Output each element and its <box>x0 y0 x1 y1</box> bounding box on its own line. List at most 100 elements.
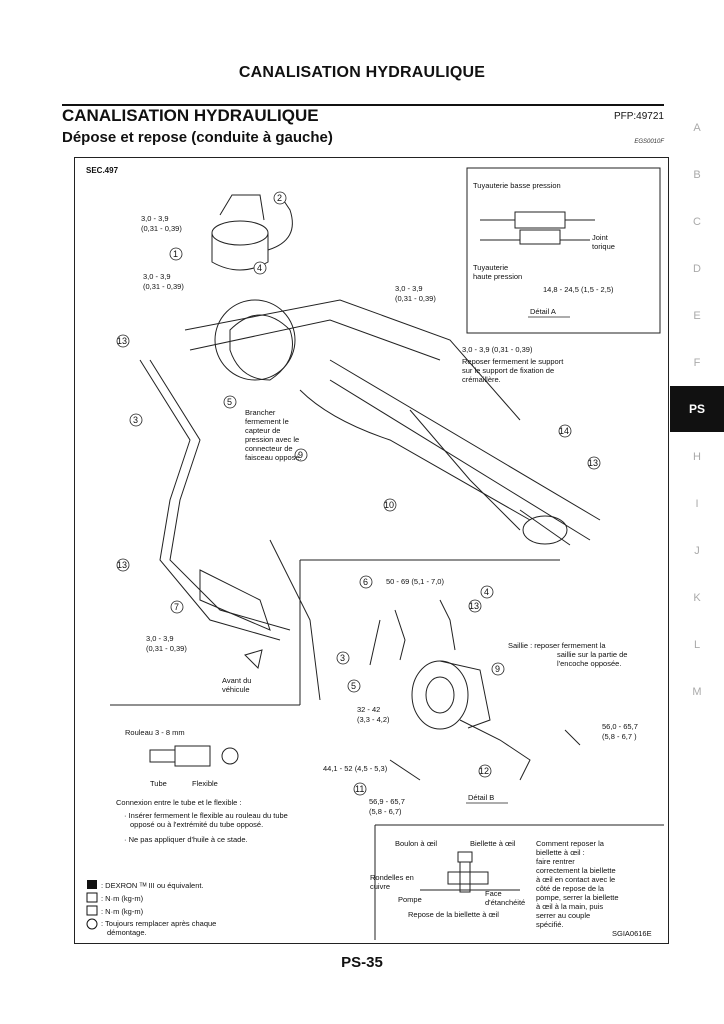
torque-2a: 3,0 - 3,9 <box>143 272 171 281</box>
sealing-face-1: Face <box>485 889 502 898</box>
svg-text:2: 2 <box>277 193 282 203</box>
nav-item-l[interactable]: L <box>693 639 701 651</box>
svg-text:13: 13 <box>117 336 127 346</box>
svg-text:10: 10 <box>384 500 394 510</box>
branch-note-3: capteur de <box>245 426 280 435</box>
detail-b-torque-3a: 56,0 - 65,7 <box>602 722 638 731</box>
nav-item-c[interactable]: C <box>693 216 701 228</box>
torque-icon-alt <box>86 905 98 916</box>
torque-5b: (0,31 - 0,39) <box>146 644 187 653</box>
callouts: 1 2 3 4 5 9 10 13 13 13 14 7 6 4 13 3 5 … <box>116 191 601 796</box>
install-note-9: serrer au couple <box>536 911 590 920</box>
connection-note-1b: opposé ou à l'extrémité du tube opposé. <box>130 820 263 829</box>
detail-a-high-pressure-2: haute pression <box>473 272 522 281</box>
branch-note-6: faisceau opposé. <box>245 453 302 462</box>
reservoir-drawing <box>211 194 293 271</box>
nav-item-ps[interactable]: PS <box>670 386 724 432</box>
svg-text:1: 1 <box>173 249 178 259</box>
nav-item-i[interactable]: I <box>695 498 699 510</box>
detail-b-torque-4: 44,1 - 52 (4,5 - 5,3) <box>323 764 388 773</box>
torque-4-note-1: Reposer fermement le support <box>462 357 564 366</box>
nav-item-m[interactable]: M <box>692 686 702 698</box>
nav-item-h[interactable]: H <box>693 451 701 463</box>
install-note-2: biellette à œil : <box>536 848 585 857</box>
pump-detail-drawing <box>369 599 581 781</box>
steering-rack-drawing <box>184 299 601 546</box>
connection-note-2: · Ne pas appliquer d'huile à ce stade. <box>124 835 248 844</box>
tube-label: Tube <box>150 779 167 788</box>
install-note-8: à œil à la main, puis <box>536 902 603 911</box>
svg-text:3: 3 <box>340 653 345 663</box>
install-note-1: Comment reposer la <box>536 839 605 848</box>
subframe-drawing <box>139 359 321 701</box>
washers-label-2: cuivre <box>370 882 390 891</box>
detail-b-title: Détail B <box>468 793 494 802</box>
detail-a-torque: 14,8 - 24,5 (1,5 - 2,5) <box>543 285 614 294</box>
install-note-7: pompe, serrer la biellette <box>536 893 619 902</box>
svg-text:11: 11 <box>355 784 364 794</box>
saillie-note-1: Saillie : reposer fermement la <box>508 641 606 650</box>
branch-note-2: fermement le <box>245 417 289 426</box>
roller-label: Rouleau 3 - 8 mm <box>125 728 185 737</box>
torque-3a: 3,0 - 3,9 <box>395 284 423 293</box>
detail-b-torque-2b: (3,3 - 4,2) <box>357 715 390 724</box>
torque-3b: (0,31 - 0,39) <box>395 294 436 303</box>
nav-item-j[interactable]: J <box>694 545 700 557</box>
svg-text:13: 13 <box>117 560 127 570</box>
torque-2b: (0,31 - 0,39) <box>143 282 184 291</box>
svg-text:3: 3 <box>133 415 138 425</box>
front-label-1: Avant du <box>222 676 251 685</box>
legend-fluid: : DEXRON ᵀᴹ III ou équivalent. <box>101 881 204 890</box>
legend-replace-2: démontage. <box>107 928 147 937</box>
install-note-4: correctement la biellette <box>536 866 616 875</box>
pump-label: Pompe <box>398 895 422 904</box>
branch-note-4: pression avec le <box>245 435 299 444</box>
install-note-5: à œil en contact avec le <box>536 875 615 884</box>
detail-a-box <box>466 167 661 334</box>
legend-replace-1: : Toujours remplacer après chaque <box>101 919 216 928</box>
detail-a-low-pressure: Tuyauterie basse pression <box>473 181 561 190</box>
washers-label-1: Rondelles en <box>370 873 414 882</box>
page-header: CANALISATION HYDRAULIQUE <box>238 64 486 81</box>
nav-item-k[interactable]: K <box>693 592 701 604</box>
tube-flexible-drawing <box>149 745 239 767</box>
detail-b-torque-5a: 56,9 - 65,7 <box>369 797 405 806</box>
nav-item-e[interactable]: E <box>693 310 701 322</box>
svg-text:5: 5 <box>227 397 232 407</box>
front-arrow-icon <box>244 649 263 669</box>
install-note-6: côté de repose de la <box>536 884 605 893</box>
eye-bolt-drawing <box>420 851 520 893</box>
detail-b-torque-2a: 32 - 42 <box>357 705 380 714</box>
legend-torque-1: : N·m (kg-m) <box>101 894 144 903</box>
torque-1a: 3,0 - 3,9 <box>141 214 169 223</box>
svg-text:13: 13 <box>588 458 598 468</box>
detail-a-title: Détail A <box>530 307 556 316</box>
detail-b-torque-1: 50 - 69 (5,1 - 7,0) <box>386 577 444 586</box>
eye-link-label: Biellette à œil <box>470 839 516 848</box>
detail-b-torque-5b: (5,8 - 6,7) <box>369 807 402 816</box>
section-rule <box>62 104 664 106</box>
nav-item-a[interactable]: A <box>693 122 701 134</box>
sealing-face-2: d'étanchéité <box>485 898 525 907</box>
install-note-3: faire rentrer <box>536 857 575 866</box>
pfp-code: PFP:49721 <box>613 111 664 122</box>
section-code: EGS0010F <box>634 139 664 145</box>
nav-item-f[interactable]: F <box>693 357 701 369</box>
torque-4: 3,0 - 3,9 (0,31 - 0,39) <box>462 345 533 354</box>
detail-a-fitting <box>480 211 595 245</box>
eye-link-install-label: Repose de la biellette à œil <box>408 910 499 919</box>
section-subtitle: Dépose et repose (conduite à gauche) <box>62 129 333 146</box>
nav-item-d[interactable]: D <box>693 263 701 275</box>
connection-title: Connexion entre le tube et le flexible : <box>116 798 242 807</box>
replace-icon <box>86 918 98 930</box>
nav-item-b[interactable]: B <box>693 169 701 181</box>
svg-text:9: 9 <box>298 450 303 460</box>
svg-text:4: 4 <box>257 263 262 273</box>
fluid-icon <box>87 880 97 889</box>
saillie-note-3: l'encoche opposée. <box>557 659 621 668</box>
detail-a-joint-2: torique <box>592 242 615 251</box>
sec-label: SEC.497 <box>86 166 119 175</box>
connection-note-1a: · Insérer fermement le flexible au roule… <box>124 811 288 820</box>
eye-bolt-label: Boulon à œil <box>395 839 437 848</box>
svg-text:12: 12 <box>479 766 489 776</box>
